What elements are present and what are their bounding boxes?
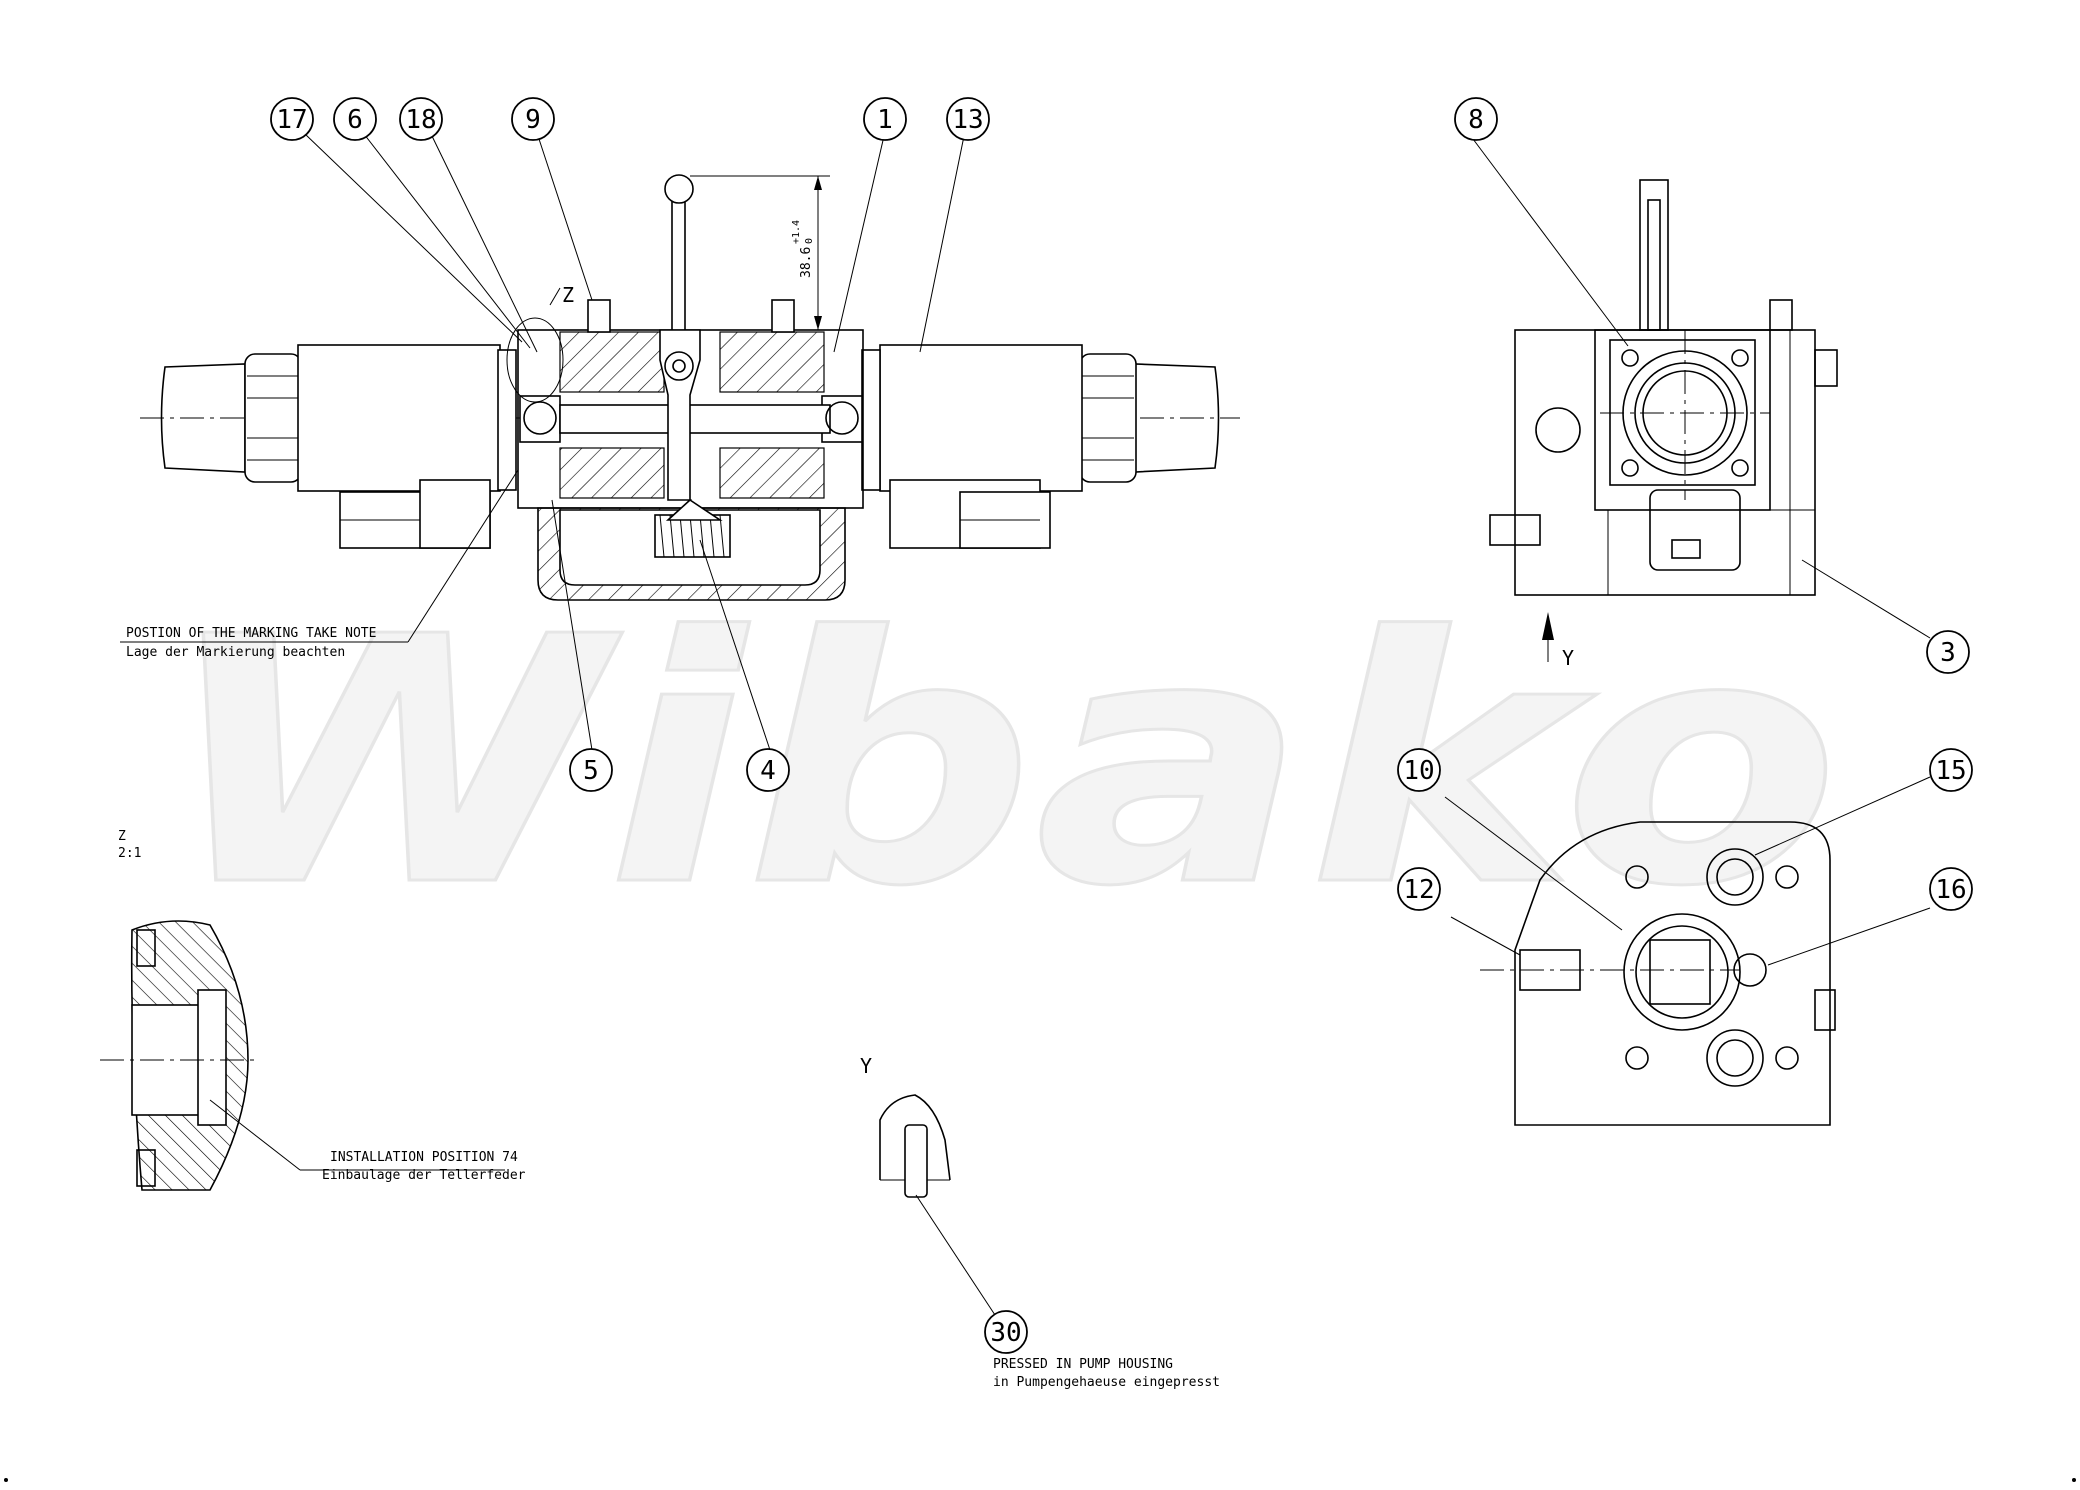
- balloon-16: 16: [1929, 867, 1973, 911]
- note-install-en: INSTALLATION POSITION 74: [330, 1150, 518, 1165]
- valve-housing: [517, 174, 864, 601]
- svg-text:13: 13: [952, 105, 983, 135]
- dimension-tolerance-upper: +1.4: [791, 220, 802, 244]
- svg-text:17: 17: [276, 105, 307, 135]
- balloon-9: 9: [511, 97, 555, 141]
- note-install-de: Einbaulage der Tellerfeder: [322, 1168, 526, 1183]
- svg-text:18: 18: [405, 105, 436, 135]
- svg-text:6: 6: [347, 105, 363, 135]
- detail-z-view: Z 2:1 INSTALLATION POSITION 74 Einbaulag…: [100, 829, 526, 1191]
- bottom-view: [1444, 776, 1931, 1126]
- balloon-30: 30: [984, 1310, 1028, 1354]
- view-arrow-y: Y: [1562, 646, 1574, 670]
- svg-text:4: 4: [760, 756, 776, 786]
- side-view: Y: [1472, 138, 1931, 670]
- balloon-10: 10: [1397, 748, 1441, 792]
- balloon-3: 3: [1926, 630, 1970, 674]
- right-solenoid: [861, 344, 1220, 549]
- svg-text:12: 12: [1403, 875, 1434, 905]
- balloon-4: 4: [746, 748, 790, 792]
- balloon-6: 6: [333, 97, 377, 141]
- balloon-1: 1: [863, 97, 907, 141]
- dimension-38-6: 38.6 +1.4 0: [690, 175, 830, 330]
- svg-text:30: 30: [990, 1318, 1021, 1348]
- left-solenoid: [160, 344, 517, 549]
- svg-text:5: 5: [583, 756, 599, 786]
- view-y-label: Y: [860, 1054, 872, 1078]
- svg-text:1: 1: [877, 105, 893, 135]
- balloon-18: 18: [399, 97, 443, 141]
- svg-text:15: 15: [1935, 756, 1966, 786]
- svg-text:9: 9: [525, 105, 541, 135]
- watermark: Wibako: [160, 565, 1840, 961]
- detail-z-circle: [506, 317, 564, 403]
- svg-text:16: 16: [1935, 875, 1966, 905]
- detail-scale: 2:1: [118, 846, 141, 861]
- detail-name: Z: [118, 829, 126, 844]
- dimension-value: 38.6: [799, 247, 814, 278]
- balloon-13: 13: [946, 97, 990, 141]
- dimension-tolerance-lower: 0: [804, 238, 815, 244]
- balloon-17: 17: [270, 97, 314, 141]
- section-marker-z: Z: [562, 283, 574, 307]
- svg-text:3: 3: [1940, 638, 1956, 668]
- balloon-15: 15: [1929, 748, 1973, 792]
- note-marking-en: POSTION OF THE MARKING TAKE NOTE: [126, 626, 376, 641]
- view-y: Y PRESSED IN PUMP HOUSING in Pumpengehae…: [860, 1054, 1220, 1390]
- note-pressed-de: in Pumpengehaeuse eingepresst: [993, 1375, 1220, 1390]
- balloon-5: 5: [569, 748, 613, 792]
- sheet-corner-mark: [2072, 1478, 2076, 1482]
- balloon-8: 8: [1454, 97, 1498, 141]
- svg-text:8: 8: [1468, 105, 1484, 135]
- note-marking-de: Lage der Markierung beachten: [126, 645, 345, 660]
- balloon-12: 12: [1397, 867, 1441, 911]
- main-section-view: 38.6 +1.4 0 Z POSTION OF THE MARKING TAK…: [120, 133, 1240, 751]
- sheet-corner-mark: [4, 1478, 8, 1482]
- note-pressed-en: PRESSED IN PUMP HOUSING: [993, 1357, 1173, 1372]
- svg-text:10: 10: [1403, 756, 1434, 786]
- leader-lines: [120, 133, 965, 751]
